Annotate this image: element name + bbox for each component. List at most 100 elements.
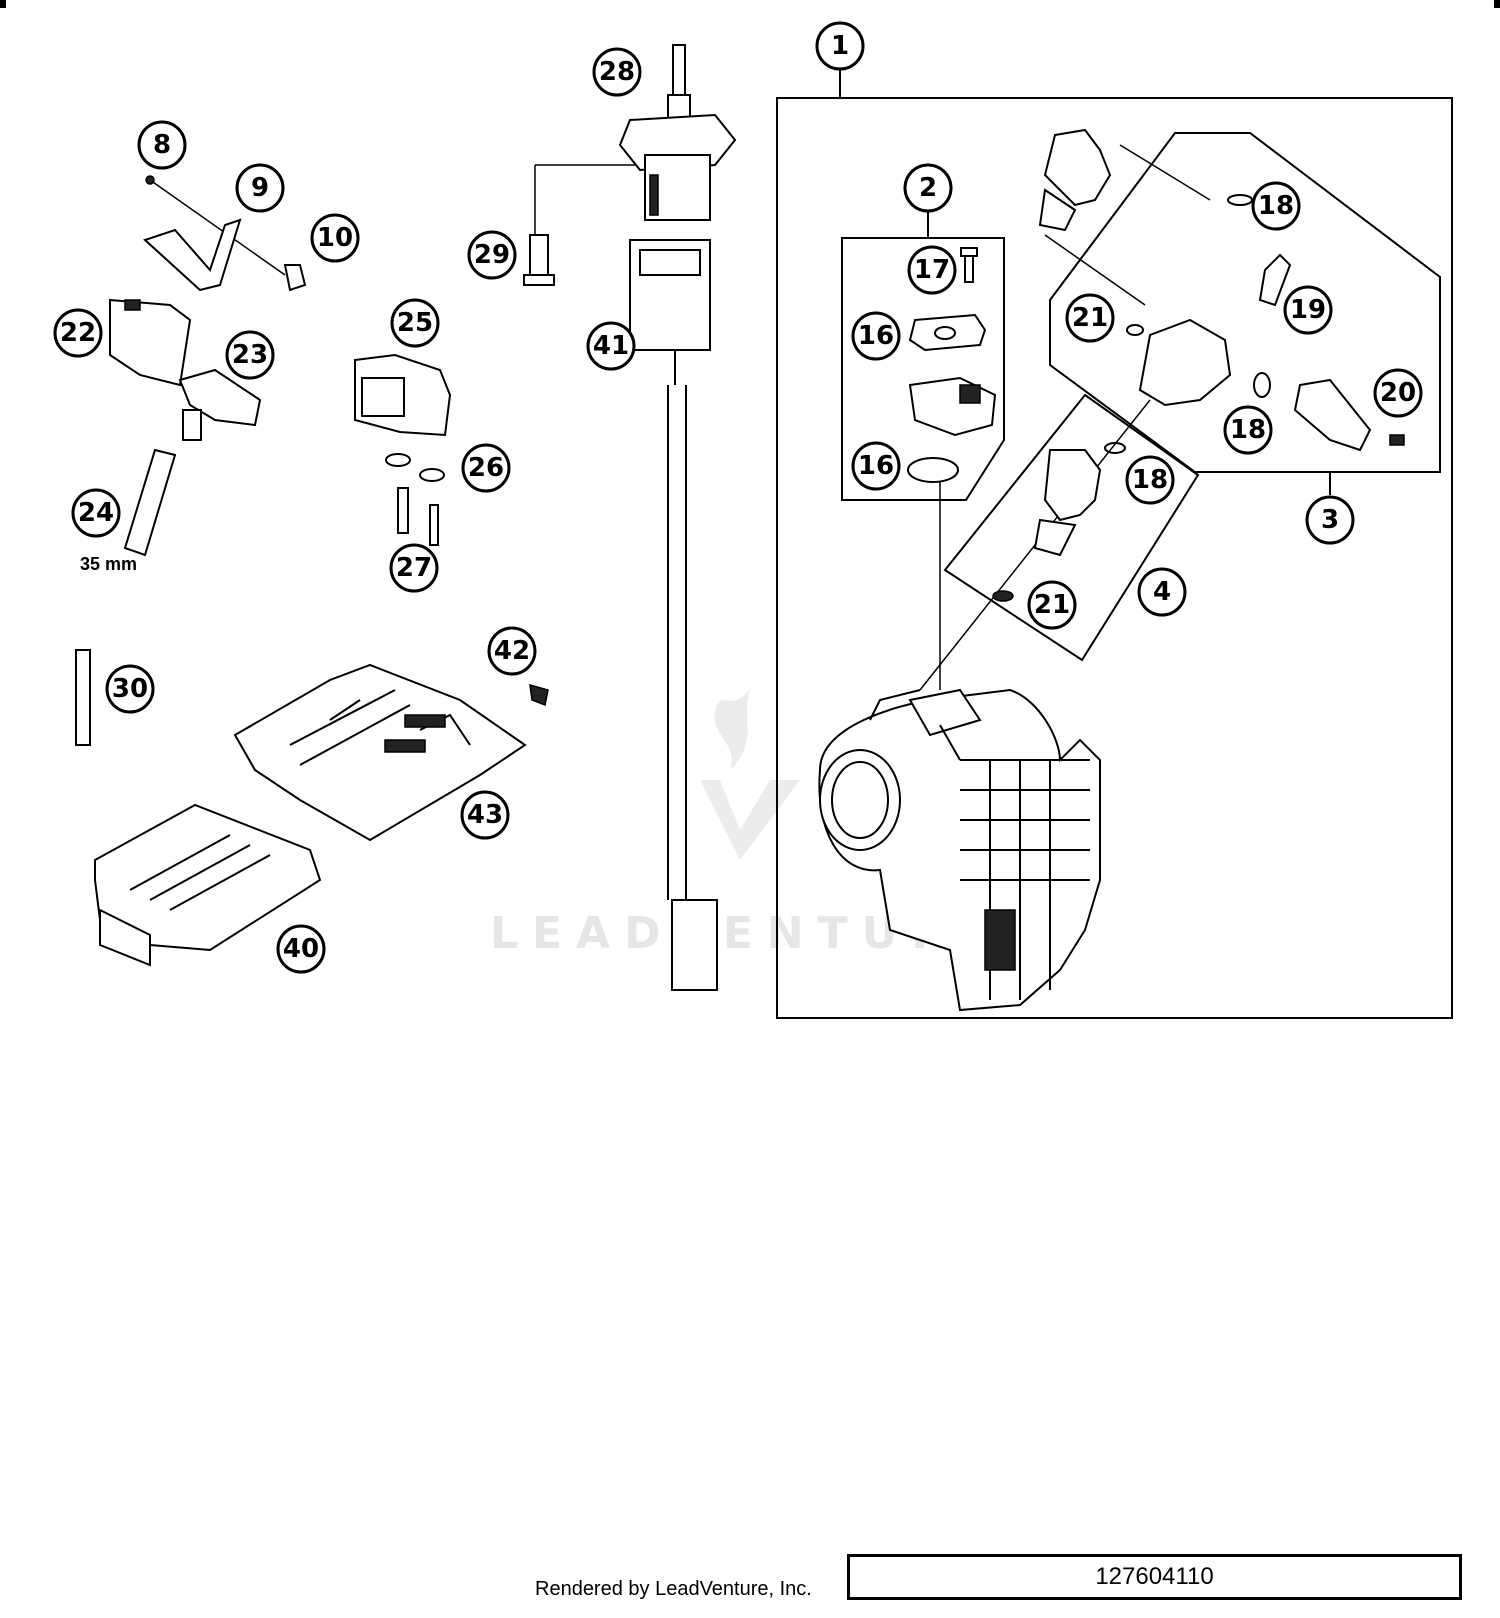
callout-3: 3 [1305,495,1355,545]
callout-number: 26 [468,453,504,483]
injector-parts [992,128,1405,602]
callout-circle [276,924,326,974]
callout-2: 2 [903,163,953,213]
callout-circle [1283,285,1333,335]
callout-20: 20 [1373,368,1423,418]
callout-number: 18 [1230,415,1266,445]
diagram-code: 127604110 [847,1554,1462,1600]
callout-circle [1125,455,1175,505]
callout-24: 24 [71,488,121,538]
throttle-body [818,688,1101,1012]
callout-number: 21 [1034,590,1070,620]
callout-circle [592,47,642,97]
callout-number: 27 [396,553,432,583]
callout-number: 8 [153,130,171,160]
callout-41: 41 [586,321,636,371]
callout-26: 26 [461,443,511,493]
callout-circle [53,308,103,358]
callout-circle [851,311,901,361]
callout-number: 1 [831,31,849,61]
callout-circle [235,163,285,213]
callout-circle [389,543,439,593]
callout-8: 8 [137,120,187,170]
callout-18: 18 [1223,405,1273,455]
callout-number: 28 [599,57,635,87]
callout-circle [851,441,901,491]
callout-number: 17 [914,255,950,285]
callout-10: 10 [310,213,360,263]
rendered-by-text: Rendered by LeadVenture, Inc. [535,1578,812,1600]
callout-number: 20 [1380,378,1416,408]
callout-25: 25 [390,298,440,348]
callout-28: 28 [592,47,642,97]
callout-43: 43 [460,790,510,840]
callout-circle [907,245,957,295]
callout-21: 21 [1065,293,1115,343]
callout-number: 29 [474,240,510,270]
corner-mark-right [1494,0,1500,8]
sensor-cable-assembly [523,44,737,991]
callout-4: 4 [1137,567,1187,617]
callout-number: 16 [858,451,894,481]
callout-42: 42 [487,626,537,676]
callout-number: 22 [60,318,96,348]
callout-circle [1373,368,1423,418]
callout-16: 16 [851,311,901,361]
callout-circle [903,163,953,213]
callout-circle [460,790,510,840]
callout-circle [1223,405,1273,455]
bracket-parts [143,175,307,292]
callout-number: 24 [78,498,114,528]
callout-29: 29 [467,230,517,280]
throttle-body-assembly-frame [776,97,1453,1019]
corner-mark-left [0,0,6,8]
injector-kit-frame [1049,132,1441,473]
callout-number: 21 [1072,303,1108,333]
callout-circle [1305,495,1355,545]
callout-number: 18 [1132,465,1168,495]
callout-number: 9 [251,173,269,203]
sensor-parts-left: 35 mm [80,298,262,574]
callout-16: 16 [851,441,901,491]
callout-number: 40 [283,934,319,964]
callout-27: 27 [389,543,439,593]
callout-circle [310,213,360,263]
callout-40: 40 [276,924,326,974]
callout-circle [137,120,187,170]
callout-9: 9 [235,163,285,213]
callout-number: 23 [232,340,268,370]
callout-circle [461,443,511,493]
callout-circle [487,626,537,676]
screw-part [529,683,549,707]
dimension-label: 35 mm [80,554,137,574]
injector-sub-frame [943,393,1200,662]
callout-circle [1065,293,1115,343]
callout-number: 4 [1153,577,1171,607]
callout-22: 22 [53,308,103,358]
sensor-kit-frame [841,237,1005,501]
callout-17: 17 [907,245,957,295]
callout-circle [1251,181,1301,231]
callout-number: 25 [397,308,433,338]
callout-circle [467,230,517,280]
callout-19: 19 [1283,285,1333,335]
part-callouts: 1234891016161718181819202121222324252627… [53,21,1423,974]
module-parts [354,353,452,546]
callout-circle [71,488,121,538]
callout-circle [105,664,155,714]
ecu-cover [233,663,527,842]
strap-part [75,649,91,746]
callout-circle [390,298,440,348]
callout-number: 42 [494,636,530,666]
callout-23: 23 [225,330,275,380]
callout-number: 10 [317,223,353,253]
callout-number: 16 [858,321,894,351]
callout-number: 18 [1258,191,1294,221]
callout-circle [1137,567,1187,617]
callout-number: 30 [112,674,148,704]
callout-circle [1027,580,1077,630]
callout-number: 19 [1290,295,1326,325]
callout-21: 21 [1027,580,1077,630]
callout-number: 2 [919,173,937,203]
